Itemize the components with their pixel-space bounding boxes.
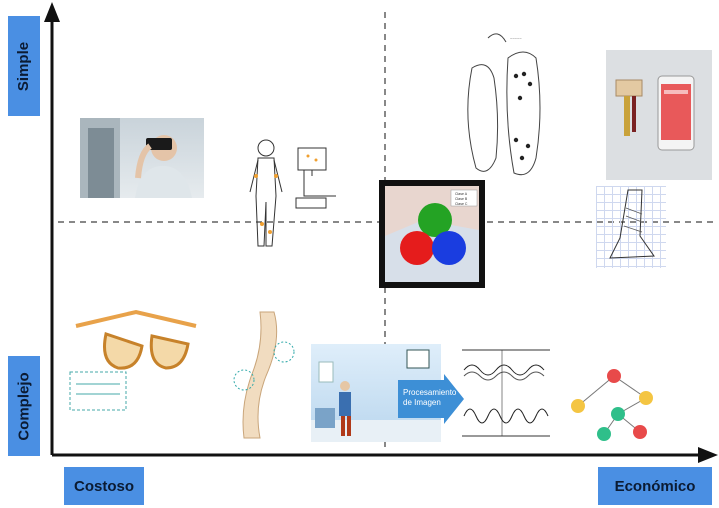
x-axis-arrowhead (698, 447, 718, 463)
decision-tree-diagram (562, 364, 662, 446)
device-phone-photo (606, 50, 712, 180)
y-axis-arrowhead (44, 2, 60, 22)
svg-text:~~~~~: ~~~~~ (510, 36, 522, 41)
y-axis-simple-label: Simple (8, 16, 40, 116)
simple-text: Simple (15, 41, 33, 91)
y-axis-complejo-label: Complejo (8, 356, 40, 456)
processing-label-line1: Procesamiento (403, 388, 457, 397)
insole-sensor-sketch: ~~~~~ (458, 28, 548, 180)
x-axis-costoso-label: Costoso (64, 467, 144, 505)
processing-arrow: Procesamiento de Imagen (398, 374, 464, 424)
leg-sensor-sketch (596, 186, 666, 268)
economico-text: Económico (614, 477, 696, 495)
scatter-legend-3: Clase C (455, 202, 468, 206)
x-axis-economico-label: Económico (598, 467, 712, 505)
signal-waveforms (462, 346, 550, 440)
smart-glasses-sketch (66, 306, 200, 412)
cluster-scatter-plot: Clase A Clase B Clase C (379, 180, 485, 288)
processing-label-line2: de Imagen (403, 398, 441, 407)
vr-headset-photo (80, 118, 204, 198)
scatter-legend-2: Clase B (455, 197, 468, 201)
scatter-legend-1: Clase A (455, 192, 468, 196)
complejo-text: Complejo (15, 371, 33, 441)
costoso-text: Costoso (74, 477, 134, 495)
sensor-body-sketch (246, 136, 342, 252)
leg-exoskeleton-sketch (230, 310, 302, 442)
